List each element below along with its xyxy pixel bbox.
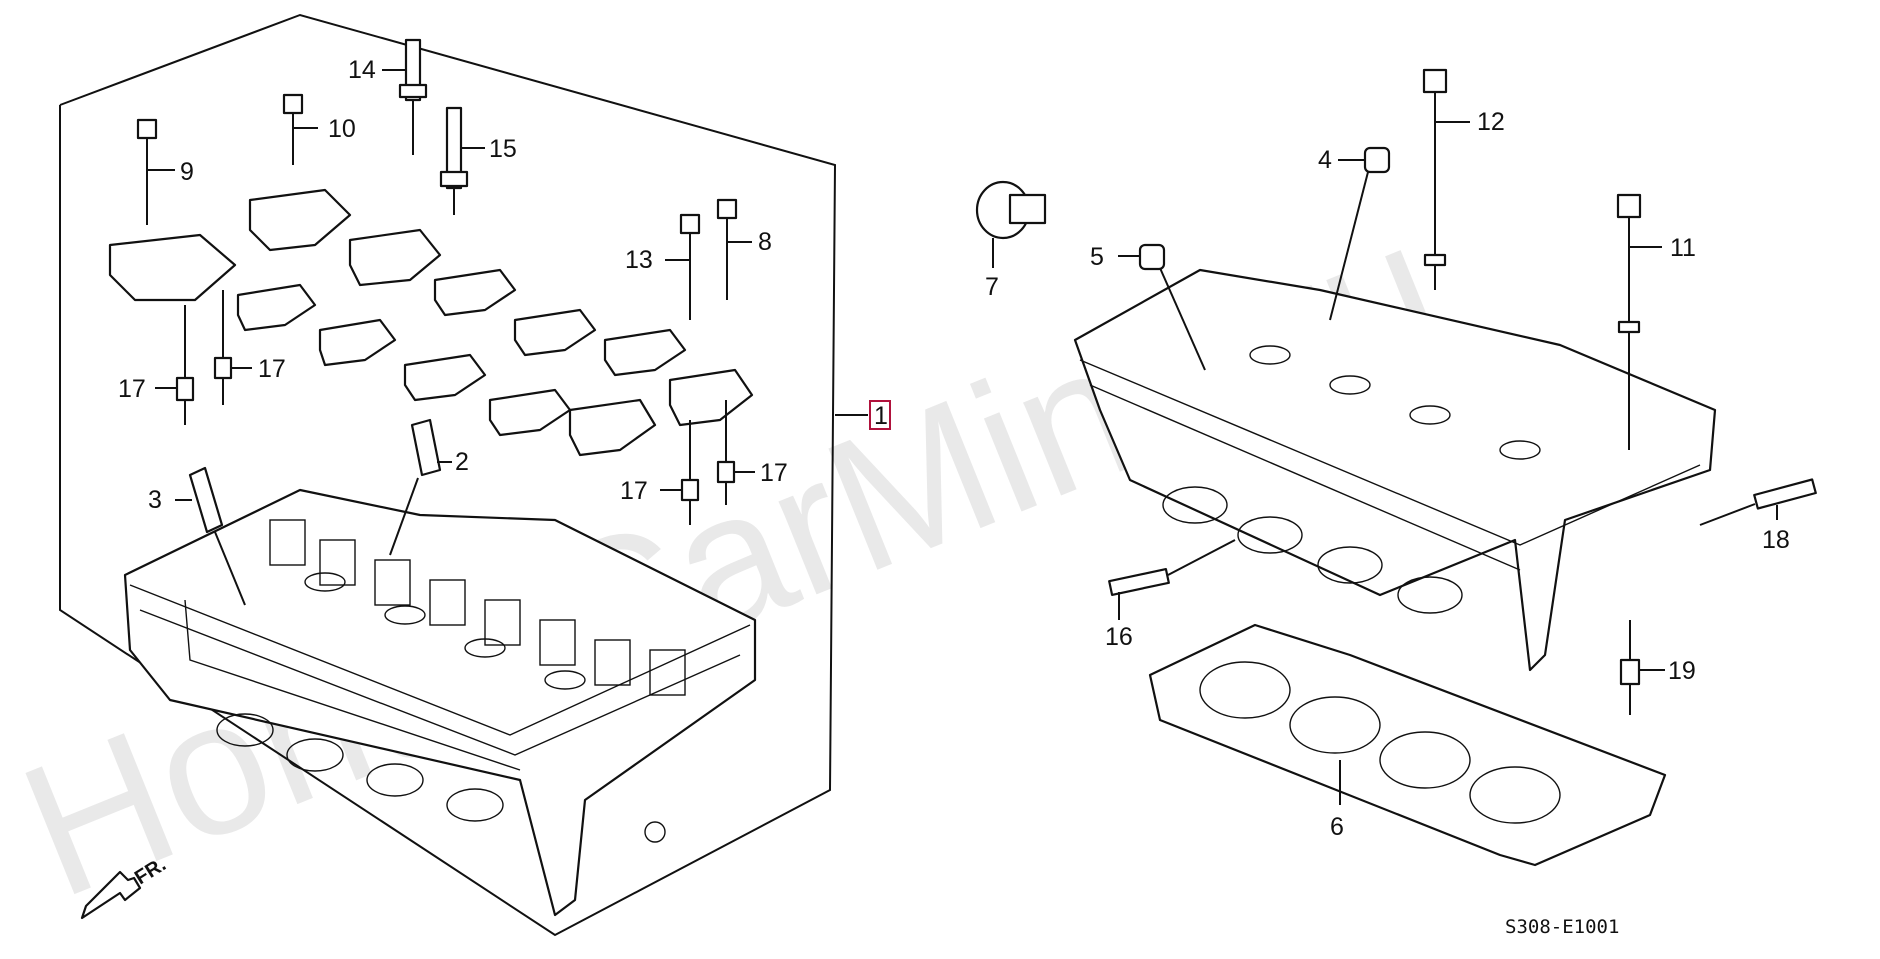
- valve-guide-2: [389, 418, 452, 556]
- label-1: 1: [874, 402, 888, 430]
- stud-14: [382, 38, 428, 155]
- label-11: 11: [1670, 234, 1696, 262]
- label-18: 18: [1762, 526, 1790, 554]
- label-12: 12: [1477, 108, 1505, 136]
- label-19: 19: [1668, 657, 1696, 685]
- label-16: 16: [1105, 623, 1133, 651]
- label-17-d: 17: [760, 459, 788, 487]
- label-15: 15: [489, 135, 517, 163]
- label-10: 10: [328, 115, 356, 143]
- head-gasket: [1148, 623, 1667, 867]
- stud-18: [1699, 478, 1817, 526]
- label-6: 6: [1330, 813, 1344, 841]
- cylinder-head-right: [1073, 268, 1717, 672]
- dowel-pins: [155, 290, 755, 525]
- stud-15: [439, 106, 485, 215]
- valve-guide-3: [175, 466, 246, 606]
- label-17-c: 17: [620, 477, 648, 505]
- label-14: 14: [348, 56, 376, 84]
- bolt-11: [1616, 193, 1662, 450]
- bolt-12: [1422, 68, 1470, 290]
- label-7: 7: [985, 273, 999, 301]
- label-9: 9: [180, 158, 194, 186]
- label-13: 13: [625, 246, 653, 274]
- label-17-a: 17: [118, 375, 146, 403]
- cylinder-head-left: [123, 488, 757, 917]
- plug-7: [975, 180, 1047, 268]
- dowel-19: [1619, 620, 1665, 715]
- label-4: 4: [1318, 146, 1332, 174]
- part-labels: 1 2 3 4 5 6 7 8 9 10 11 12 13 14 15 16 1…: [118, 56, 1790, 841]
- bolt-8: [716, 198, 752, 300]
- label-2: 2: [455, 448, 469, 476]
- label-17-b: 17: [258, 355, 286, 383]
- stud-16: [1108, 539, 1236, 620]
- cam-caps: [108, 188, 754, 457]
- assembly-box: [59, 13, 868, 937]
- label-5: 5: [1090, 243, 1104, 271]
- diagram-code: S308-E1001: [1505, 916, 1619, 938]
- label-8: 8: [758, 228, 772, 256]
- bolt-13: [665, 213, 701, 320]
- label-3: 3: [148, 486, 162, 514]
- assembly-marker: 1: [869, 400, 891, 430]
- bolt-9: [136, 118, 175, 225]
- bolt-10: [282, 93, 318, 165]
- seal-5: [1118, 243, 1206, 371]
- seal-4: [1329, 146, 1391, 321]
